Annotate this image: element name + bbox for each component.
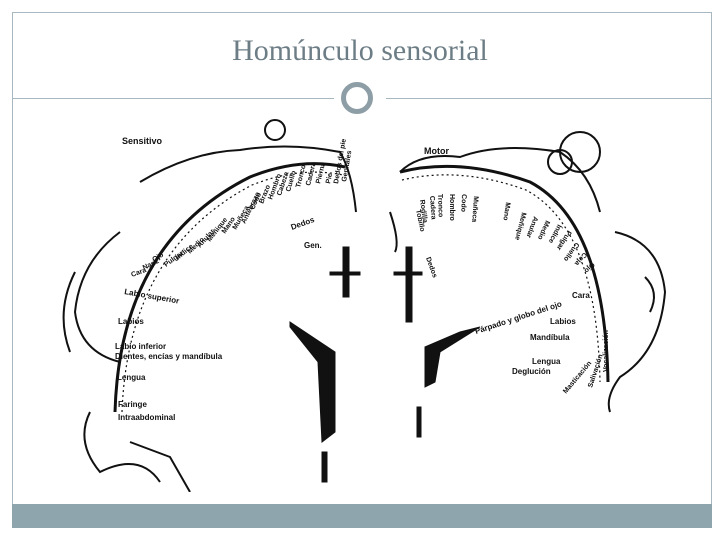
- brain-cross-section: [289, 246, 481, 483]
- motor-label-muneca: Muñeca: [470, 196, 479, 223]
- sensory-label-intraabdominal: Intraabdominal: [118, 413, 175, 422]
- sensory-homunculus-figure: [62, 119, 357, 492]
- sensory-label-cara: Cara: [130, 267, 147, 279]
- motor-label-hombro: Hombro: [448, 194, 455, 221]
- motor-label-dedos: Dedos: [424, 256, 438, 279]
- motor-label-cadera: Cadera: [428, 196, 437, 220]
- sensory-cortex-inner-arc: [121, 171, 344, 413]
- slide-title: Homúnculo sensorial: [232, 34, 488, 67]
- frame-left-line: [12, 12, 13, 104]
- frame-divider-right: [386, 98, 712, 99]
- sensory-label-lengua: Lengua: [117, 373, 146, 382]
- sensory-label-labio-superior: Labio superior: [124, 287, 180, 306]
- sensory-arc-labels: Genitales Dedos del pie Pie Pierna Cader…: [130, 138, 353, 279]
- motor-label-salivacion: Salivación: [587, 354, 604, 389]
- sensory-label-pie: Pie: [325, 173, 334, 185]
- slide-footer-bar: [12, 504, 712, 528]
- sensory-label-gen: Gen.: [304, 241, 322, 250]
- sensory-heading: Sensitivo: [122, 136, 163, 146]
- motor-label-rodilla: Rodilla: [418, 199, 428, 223]
- motor-label-mano: Mano: [501, 202, 510, 221]
- sensory-cortex-arc: [113, 162, 346, 413]
- motor-label-masticacion: Masticación: [562, 360, 593, 395]
- frame-divider-left: [12, 98, 334, 99]
- motor-heading: Motor: [424, 146, 449, 156]
- motor-cortex-arc: [399, 164, 610, 383]
- motor-label-cara: Cara: [572, 291, 590, 300]
- motor-label-lengua: Lengua: [532, 357, 561, 366]
- motor-label-tronco: Tronco: [436, 194, 444, 218]
- motor-label-codo: Codo: [459, 194, 467, 212]
- motor-label-medio: Medio: [536, 219, 551, 240]
- frame-right-lower: [711, 98, 712, 504]
- sensory-inner-labels: Dedos Gen.: [290, 215, 322, 250]
- frame-right-line: [711, 12, 712, 104]
- homunculus-diagram: Sensitivo Genitales Dedos del pie Pie Pi…: [62, 119, 667, 492]
- motor-label-deglucion: Deglución: [512, 367, 551, 376]
- motor-side-labels: Cara Labios Mandíbula Lengua Deglución: [512, 291, 590, 376]
- sensory-label-dientes: Dientes, encías y mandíbula: [115, 352, 223, 361]
- motor-homunculus-figure: [389, 131, 667, 413]
- sensory-label-pierna: Pierna: [315, 162, 327, 185]
- motor-cortex-inner-arc: [401, 174, 601, 383]
- sensory-label-faringe: Faringe: [118, 400, 147, 409]
- motor-label-tobillo: Tobillo: [414, 209, 426, 232]
- frame-top-line: [12, 12, 712, 13]
- sensory-label-labios: Labios: [118, 317, 144, 326]
- motor-label-anular: Anular: [524, 215, 538, 238]
- motor-label-vocalizacion: Vocalización: [603, 330, 610, 372]
- title-ring-ornament: [341, 82, 373, 114]
- sensory-label-labio-inferior: Labio inferior: [115, 342, 166, 351]
- motor-label-mandibula: Mandíbula: [530, 333, 570, 342]
- sensory-label-dedos: Dedos: [290, 215, 317, 232]
- frame-left-lower: [12, 98, 13, 504]
- sensory-side-labels: Labio superior Labios Labio inferior Die…: [115, 287, 223, 422]
- motor-label-menique: Meñique: [513, 212, 527, 241]
- motor-arc-labels: Dedos Tobillo Rodilla Cadera Tronco Homb…: [414, 194, 596, 279]
- motor-label-labios: Labios: [550, 317, 576, 326]
